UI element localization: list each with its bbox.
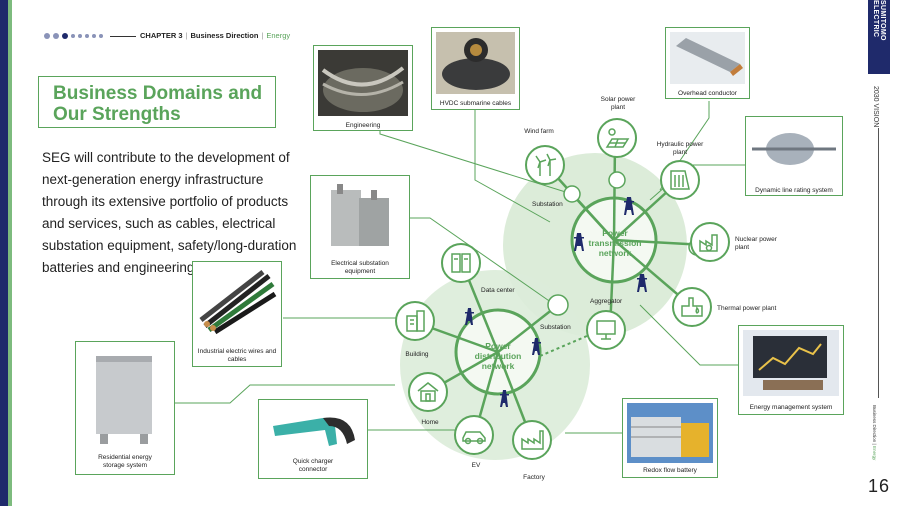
- brand-band: SUMITOMO ELECTRIC: [868, 0, 890, 74]
- overhead-caption: Overhead conductor: [678, 90, 737, 97]
- thermal-plant-icon: [672, 287, 712, 327]
- factory-icon: [512, 420, 552, 460]
- progress-dot: [92, 34, 96, 38]
- vision-label: 2030 VISION: [872, 86, 879, 128]
- ems-photo: [743, 330, 839, 396]
- overhead-conductor-photo: [670, 32, 745, 84]
- dlr-system-photo: [750, 121, 838, 181]
- quick-charger-photo: [263, 404, 363, 454]
- header-rule: [110, 36, 136, 37]
- nuclear-plant-label: Nuclear power plant: [735, 236, 777, 251]
- home-label: Home: [421, 419, 439, 426]
- ems-box: Energy management system: [738, 325, 844, 415]
- substation-mid-icon: [547, 294, 569, 316]
- substation-top-label: Substation: [532, 201, 563, 208]
- hydraulic-plant-icon: [660, 160, 700, 200]
- charger-box: Quick charger connector: [258, 399, 368, 479]
- footer-section-label: Business Direction: [872, 405, 877, 443]
- title-box: Business Domains and Our Strengths: [38, 76, 276, 128]
- aggregator-icon: [586, 310, 626, 350]
- nuclear-plant-icon: [690, 222, 730, 262]
- substation-mid-label: Substation: [540, 324, 571, 331]
- engineering-caption: Engineering: [345, 122, 381, 129]
- brand-label: SUMITOMO ELECTRIC: [872, 0, 886, 41]
- residential-box: Residential energy storage system: [75, 341, 175, 475]
- building-icon: [395, 301, 435, 341]
- home-icon: [408, 372, 448, 412]
- thermal-plant-label: Thermal power plant: [717, 305, 777, 312]
- intro-text: SEG will contribute to the development o…: [42, 150, 297, 275]
- breadcrumb-chapter: CHAPTER 3: [140, 31, 183, 40]
- data-center-label: Data center: [481, 287, 515, 294]
- wind-farm-icon: [525, 145, 565, 185]
- hydraulic-plant-label: Hydraulic power plant: [656, 141, 704, 156]
- data-center-icon: [441, 243, 481, 283]
- solar-plant-icon: [597, 118, 637, 158]
- progress-dot: [78, 34, 82, 38]
- solar-plant-label: Solar power plant: [600, 96, 636, 111]
- charger-caption: Quick charger connector: [292, 458, 334, 473]
- hvdc-cable-photo: [436, 32, 515, 94]
- page-number: 16: [868, 476, 891, 496]
- substation-equipment-caption: Electrical substation equipment: [331, 260, 389, 275]
- engineering-box: Engineering: [313, 45, 413, 131]
- substation-top-icon: [563, 185, 581, 203]
- aggregator-label: Aggregator: [590, 298, 623, 305]
- residential-caption: Residential energy storage system: [98, 454, 152, 469]
- wires-box: Industrial electric wires and cables: [192, 261, 282, 367]
- building-label: Building: [405, 351, 429, 358]
- progress-dot: [99, 34, 103, 38]
- footer-section: Business Direction | Energy: [872, 405, 877, 461]
- side-divider: [878, 128, 879, 398]
- wires-caption: Industrial electric wires and cables: [197, 348, 277, 363]
- factory-label: Factory: [523, 474, 545, 481]
- substation-equipment-photo: [315, 180, 405, 254]
- ev-label: EV: [471, 462, 481, 469]
- solar-substation-icon: [608, 171, 626, 189]
- breadcrumb: CHAPTER 3|Business Direction|Energy: [140, 31, 291, 40]
- pylon-icons: [465, 197, 647, 407]
- overhead-box: Overhead conductor: [665, 27, 750, 99]
- dlr-caption: Dynamic line rating system: [755, 187, 833, 194]
- ev-icon: [454, 415, 494, 455]
- wind-farm-label: Wind farm: [524, 128, 554, 135]
- progress-dot-active: [62, 33, 68, 39]
- left-accent-stripe: [8, 0, 12, 506]
- progress-dot: [44, 33, 50, 39]
- hvdc-box: HVDC submarine cables: [431, 27, 520, 110]
- engineering-photo: [318, 50, 408, 116]
- substation-equipment-box: Electrical substation equipment: [310, 175, 410, 279]
- redox-caption: Redox flow battery: [643, 467, 697, 474]
- breadcrumb-section: Business Direction: [190, 31, 259, 40]
- left-accent-bar: [0, 0, 8, 506]
- industrial-wires-photo: [197, 266, 277, 336]
- redox-box: Redox flow battery: [622, 398, 718, 478]
- progress-dot: [85, 34, 89, 38]
- redox-battery-photo: [627, 403, 713, 463]
- progress-dot: [71, 34, 75, 38]
- breadcrumb-topic: Energy: [266, 31, 291, 40]
- footer-topic-label: Energy: [872, 445, 877, 461]
- residential-storage-photo: [80, 346, 170, 450]
- chapter-progress-dots: [44, 33, 103, 39]
- dlr-box: Dynamic line rating system: [745, 116, 843, 196]
- progress-dot: [53, 33, 59, 39]
- page-title: Business Domains and Our Strengths: [53, 83, 263, 125]
- hvdc-caption: HVDC submarine cables: [439, 100, 512, 107]
- transmission-hub-title: Power transmission network: [588, 228, 642, 258]
- distribution-hub-title: Power distribution network: [474, 341, 522, 371]
- ems-caption: Energy management system: [749, 404, 833, 411]
